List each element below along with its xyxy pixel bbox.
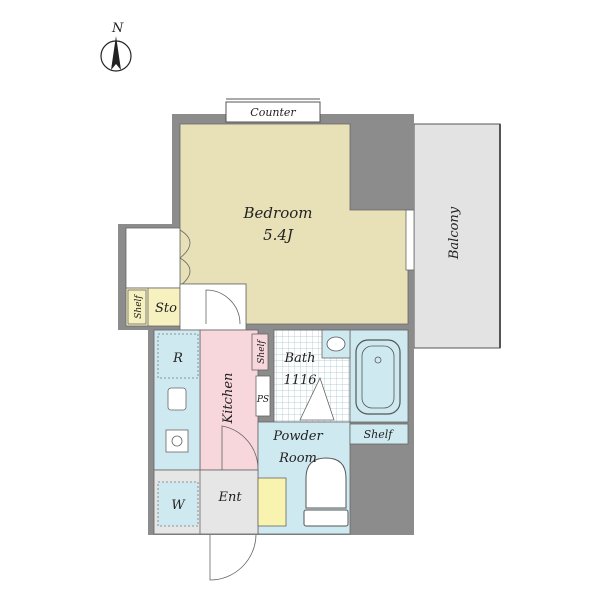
refrigerator-label: R — [172, 351, 183, 366]
burner-icon — [171, 435, 183, 447]
shoe-shelf — [257, 477, 287, 527]
washer-space — [157, 481, 199, 527]
bedroom-label: Bedroom — [243, 204, 313, 222]
kitchen-door-icon — [221, 425, 259, 471]
bathtub-icon — [355, 339, 401, 415]
bath-size-label: 1116 — [283, 373, 316, 388]
kitchen-label: Kitchen — [221, 373, 236, 425]
bathtub-inner-icon — [361, 345, 395, 409]
kitchen-shelf-label: Shelf — [257, 339, 267, 364]
compass-label: N — [111, 21, 124, 36]
storage-shelf — [127, 289, 147, 325]
entrance-door-icon — [209, 534, 257, 581]
washer-label: W — [171, 498, 186, 513]
powder-room-label-line2: Room — [278, 451, 317, 466]
north-arrow-icon — [111, 36, 121, 70]
washbasin-icon — [326, 336, 346, 352]
storage-label: Sto — [155, 301, 177, 316]
toilet-icon — [305, 457, 347, 509]
bedroom-size-label: 5.4J — [263, 226, 294, 244]
toilet-tank-icon — [303, 509, 349, 527]
powder-shelf — [349, 423, 409, 445]
sink-icon — [167, 387, 187, 411]
bath-label: Bath — [284, 351, 316, 366]
bath-door-icon — [299, 376, 335, 421]
kitchen-shelf — [251, 333, 269, 371]
powder-shelf-label: Shelf — [364, 428, 395, 441]
kitchen-floor — [199, 329, 259, 471]
powder-room-label-line1: Powder — [272, 429, 323, 444]
closet — [125, 227, 181, 289]
balcony-label: Balcony — [447, 206, 462, 260]
counter-label: Counter — [250, 106, 296, 119]
pipe-space — [255, 375, 271, 417]
storage-shelf-label: Shelf — [134, 294, 144, 319]
hall-door-icon — [205, 289, 241, 325]
balcony-window — [405, 209, 415, 271]
counter — [225, 101, 321, 123]
refrigerator — [157, 333, 199, 379]
pipe-space-label: PS — [256, 395, 269, 405]
entrance-label: Ent — [217, 490, 242, 505]
balcony-floor — [413, 123, 501, 349]
stove-icon — [165, 429, 189, 453]
closet-door-icon — [179, 229, 191, 287]
compass: N — [100, 21, 132, 72]
balcony — [413, 123, 501, 349]
drain-icon — [374, 356, 382, 364]
